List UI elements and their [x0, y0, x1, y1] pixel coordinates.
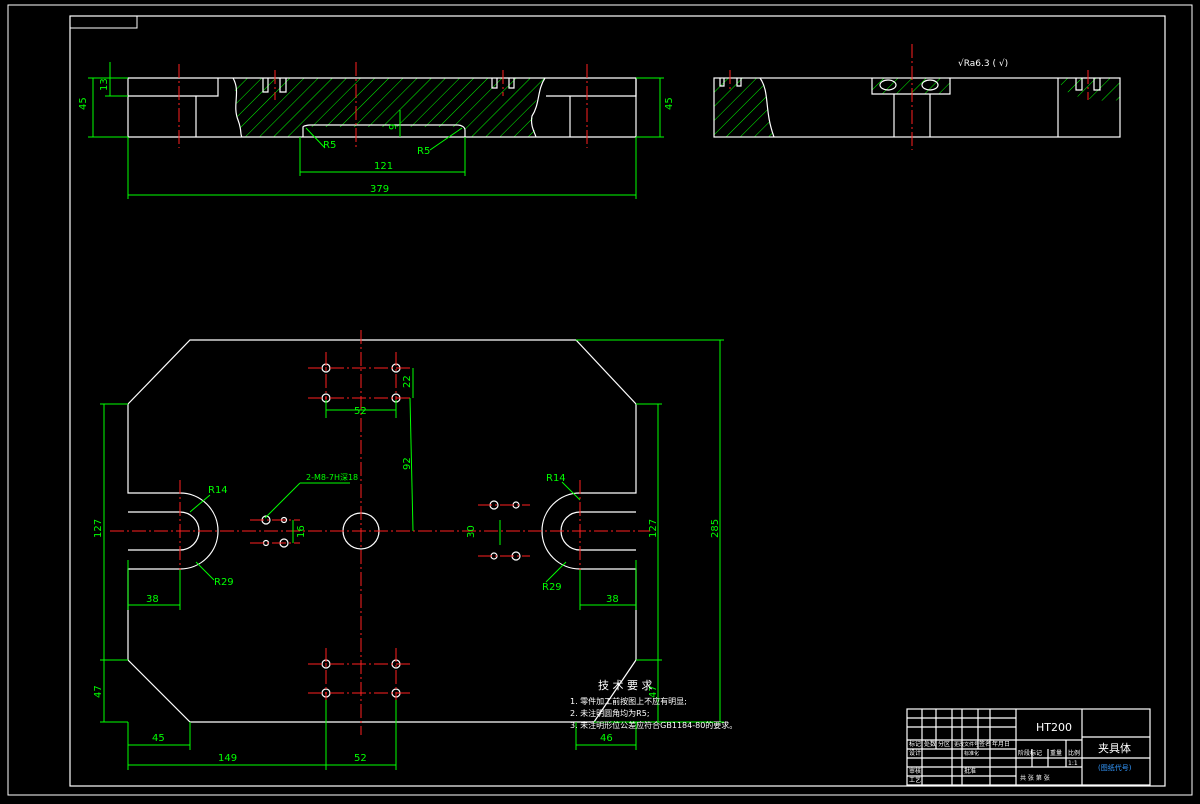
title-block-sign: 签名 — [979, 740, 991, 748]
dim-149: 149 — [218, 753, 237, 764]
dim-127-right: 127 — [648, 519, 659, 538]
title-block-craft: 工艺 — [909, 776, 921, 784]
dim-r14-right: R14 — [546, 473, 566, 484]
dim-46-bottom: 46 — [600, 733, 613, 744]
title-block-audit: 审核 — [909, 767, 921, 775]
dim-r14-left: R14 — [208, 485, 228, 496]
dim-22: 22 — [402, 375, 413, 388]
dim-r29-left: R29 — [214, 577, 234, 588]
dim-52-bottom: 52 — [354, 753, 367, 764]
dim-92: 92 — [402, 457, 413, 470]
dim-45-right: 45 — [664, 97, 675, 110]
inner-frame — [69, 15, 1166, 787]
dim-30: 30 — [466, 525, 477, 538]
dim-47-left: 47 — [93, 685, 104, 698]
title-block-sheets: 共 张 第 张 — [1020, 774, 1050, 782]
tech-req-item-1: 1. 零件加工前按图上不应有明显; — [570, 696, 687, 706]
title-block-ratio-value: 1:1 — [1068, 760, 1078, 767]
drawing-number-box — [69, 15, 138, 29]
dim-38-right: 38 — [606, 594, 619, 605]
dim-52-top: 52 — [354, 406, 367, 417]
front-section-view — [88, 62, 664, 199]
dim-r29-right: R29 — [542, 582, 562, 593]
title-block — [906, 708, 1151, 786]
title-block-design: 设计 — [909, 749, 921, 757]
dim-121: 121 — [374, 161, 393, 172]
dim-47-right: 47 — [648, 685, 659, 698]
part-name: 夹具体 — [1098, 741, 1131, 755]
title-block-approve: 批准 — [964, 767, 976, 775]
dim-9: 9 — [388, 124, 399, 130]
tech-req-item-2: 2. 未注明圆角均为R5; — [570, 708, 650, 718]
tech-req-title: 技 术 要 求 — [598, 679, 653, 692]
part-subname: (图纸代号) — [1098, 763, 1132, 772]
title-block-count: 处数 — [924, 740, 936, 748]
title-block-mark: 标记 — [909, 740, 921, 748]
tech-req-item-3: 3. 未注明形位公差应符合GB1184-80的要求。 — [570, 720, 737, 730]
dim-thread-note: 2-M8-7H深18 — [306, 473, 358, 482]
dim-r5-left: R5 — [323, 140, 336, 151]
dim-45-bottom: 45 — [152, 733, 165, 744]
title-block-change-doc: 更改文件号 — [954, 741, 979, 748]
dim-r5-right: R5 — [417, 146, 430, 157]
title-block-date: 年月日 — [992, 740, 1010, 748]
dim-38-left: 38 — [146, 594, 159, 605]
dim-16: 16 — [296, 525, 307, 538]
dim-379: 379 — [370, 184, 389, 195]
dim-13: 13 — [99, 78, 110, 91]
title-block-ratio: 比例 — [1068, 749, 1080, 757]
title-block-zone: 分区 — [938, 740, 950, 748]
outer-frame — [7, 4, 1193, 796]
dim-285: 285 — [710, 519, 721, 538]
title-block-stage: 阶段标记 — [1018, 749, 1042, 757]
plan-view — [100, 330, 724, 770]
dim-45-left: 45 — [78, 97, 89, 110]
material-label: HT200 — [1036, 721, 1072, 734]
dim-127-left: 127 — [93, 519, 104, 538]
title-block-standardize: 标准化 — [964, 750, 979, 757]
side-view — [713, 44, 1121, 150]
title-block-weight: 重量 — [1050, 749, 1062, 757]
surface-finish-symbol: √Ra6.3 ( √) — [958, 58, 1008, 69]
